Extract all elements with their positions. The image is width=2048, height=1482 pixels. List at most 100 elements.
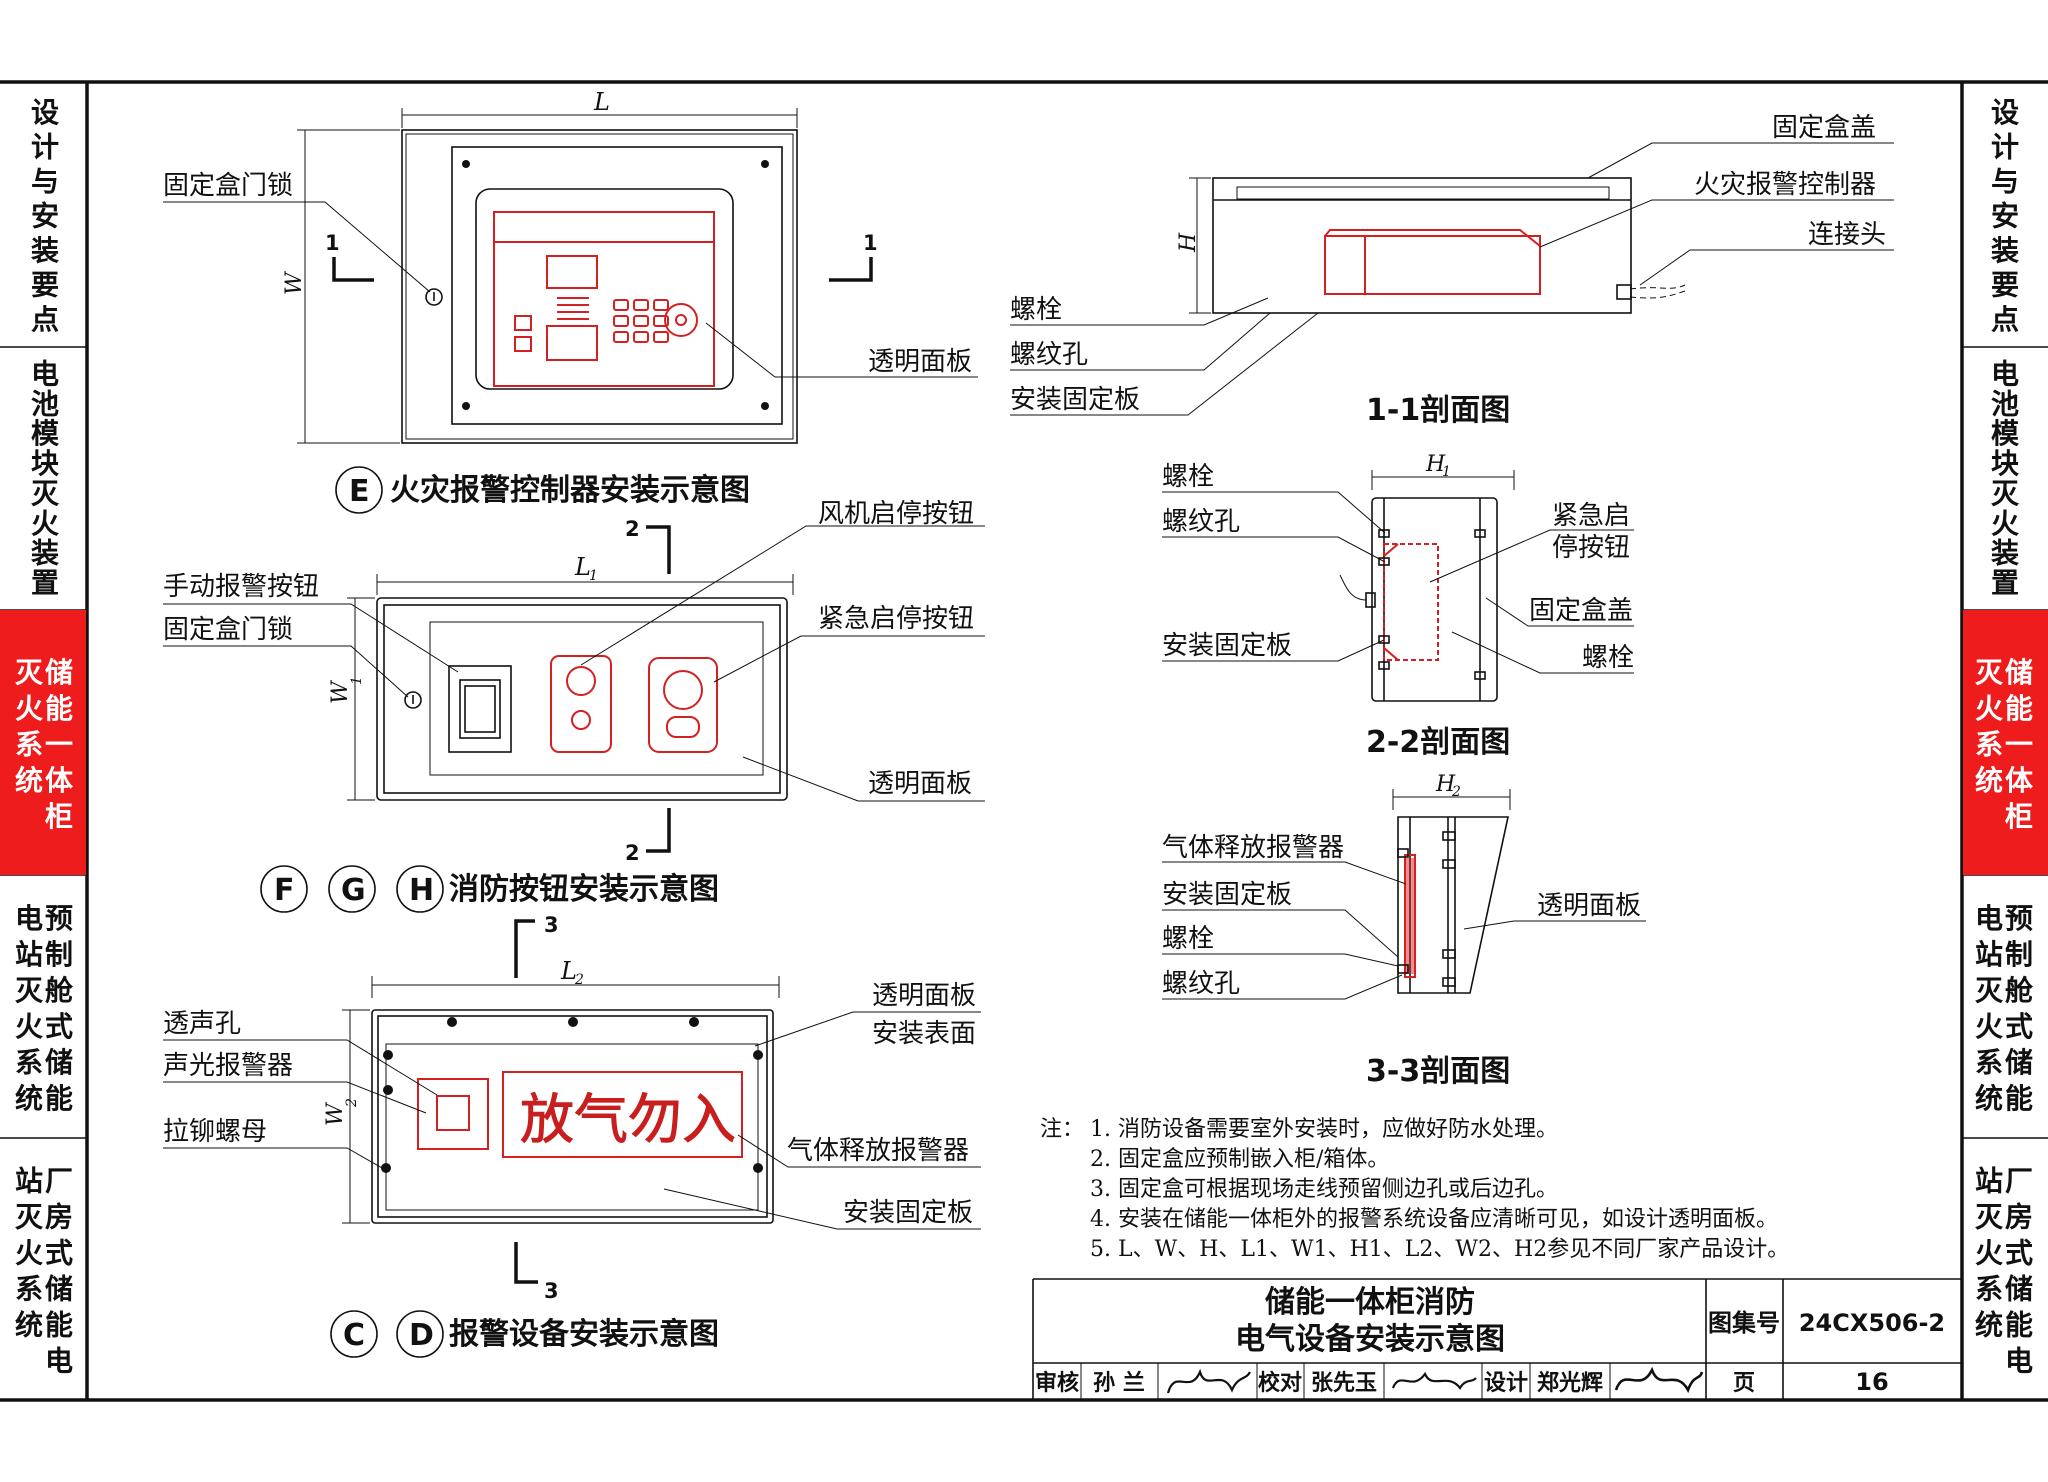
label-clear-panel-33: 透明面板 bbox=[1537, 891, 1641, 921]
rivet-nut-icon bbox=[383, 1050, 393, 1060]
side-tab-char: 电 bbox=[31, 357, 59, 390]
side-tab-char: 设 bbox=[1991, 96, 2019, 129]
side-tab-char: 计 bbox=[1991, 131, 2019, 164]
side-tab-char: 灭 bbox=[31, 477, 60, 510]
label-connector: 连接头 bbox=[1808, 220, 1886, 250]
design-name: 郑光辉 bbox=[1537, 1371, 1603, 1396]
side-tab-char: 电 bbox=[1975, 902, 2003, 935]
label-mount-plate-33: 安装固定板 bbox=[1162, 880, 1292, 910]
side-tab-char: 站 bbox=[1975, 938, 2003, 971]
side-tab-char: 体 bbox=[2005, 764, 2034, 797]
side-tab-char: 灭 bbox=[1975, 656, 2004, 689]
figure-e-controller bbox=[163, 108, 978, 514]
label-door-lock-2: 固定盒门锁 bbox=[163, 615, 293, 645]
active-tab-right bbox=[1963, 610, 2048, 875]
side-tab-char: 一 bbox=[2005, 728, 2033, 761]
side-tab-char: 厂 bbox=[45, 1165, 73, 1198]
side-tab-char: 装 bbox=[1991, 537, 2019, 570]
section-mark-3-top: 3 bbox=[544, 913, 559, 937]
side-tab-char: 点 bbox=[1991, 303, 2019, 336]
badge-h-letter: H bbox=[409, 873, 434, 908]
review-name: 孙 兰 bbox=[1093, 1370, 1145, 1396]
rivet-nut-icon bbox=[753, 1050, 763, 1060]
figure-cd-alarms bbox=[163, 919, 981, 1358]
side-tab-char: 灭 bbox=[15, 656, 44, 689]
figure-e-title: 火灾报警控制器安装示意图 bbox=[390, 473, 750, 508]
drawing-title-line2: 电气设备安装示意图 bbox=[1235, 1322, 1505, 1357]
dim-l1-sub: 1 bbox=[589, 568, 598, 584]
side-tab-char: 电 bbox=[45, 1345, 73, 1378]
section-mark-2-bottom: 2 bbox=[625, 841, 640, 865]
side-tab-char: 统 bbox=[1975, 764, 2003, 797]
side-tab-char: 火 bbox=[15, 692, 43, 725]
side-tab-char: 柜 bbox=[45, 800, 73, 833]
annotation-texts: L W 1 1 固定盒门锁 透明面板 E 火灾报警控制器安装示意图 L 1 W … bbox=[163, 88, 1945, 1396]
atlas-number: 24CX506-2 bbox=[1799, 1309, 1945, 1337]
side-tab-char: 能 bbox=[2005, 1309, 2033, 1342]
side-tab-char: 置 bbox=[1991, 567, 2019, 600]
label-mount-plate-cd: 安装固定板 bbox=[843, 1198, 973, 1228]
badge-d-letter: D bbox=[409, 1318, 434, 1353]
badge-e-letter: E bbox=[349, 474, 370, 509]
dim-h-label: H bbox=[1176, 232, 1201, 253]
side-tab-char: 火 bbox=[1975, 1010, 2003, 1043]
label-fire-alarm-controller: 火灾报警控制器 bbox=[1694, 170, 1876, 200]
gas-release-sign-text: 放气勿入 bbox=[520, 1088, 736, 1151]
side-tab-char: 式 bbox=[2005, 1010, 2033, 1043]
label-bolt-22: 螺栓 bbox=[1162, 462, 1214, 492]
title-block bbox=[1032, 1278, 1962, 1400]
side-tab-char: 安 bbox=[1991, 200, 2019, 233]
side-tab-char: 预 bbox=[2005, 902, 2033, 935]
section-3-3-title: 3-3剖面图 bbox=[1366, 1054, 1510, 1089]
badge-f-letter: F bbox=[274, 873, 295, 908]
side-tab-char: 火 bbox=[31, 507, 59, 540]
section-mark-2-top: 2 bbox=[625, 517, 640, 541]
side-tab-char: 系 bbox=[1975, 1273, 2003, 1306]
label-emergency-button: 紧急启停按钮 bbox=[818, 604, 974, 634]
label-thread-hole-22: 螺纹孔 bbox=[1162, 507, 1240, 537]
section-mark-1-left: 1 bbox=[325, 231, 340, 255]
side-tab-char: 能 bbox=[2005, 692, 2033, 725]
side-tab-char: 预 bbox=[45, 902, 73, 935]
side-tab-char: 站 bbox=[15, 938, 43, 971]
section-1-1 bbox=[1010, 142, 1894, 416]
side-tab-char: 柜 bbox=[2005, 800, 2033, 833]
label-fixed-box-cover: 固定盒盖 bbox=[1772, 113, 1876, 143]
dim-l2-sub: 2 bbox=[574, 972, 584, 988]
rivet-nut-icon bbox=[689, 1017, 699, 1027]
page-label: 页 bbox=[1733, 1371, 1755, 1396]
atlas-number-label: 图集号 bbox=[1708, 1309, 1780, 1337]
label-fan-button: 风机启停按钮 bbox=[818, 499, 974, 529]
side-tab-char: 电 bbox=[15, 902, 43, 935]
side-tab-char: 储 bbox=[2005, 1273, 2033, 1306]
badge-c-letter: C bbox=[343, 1318, 365, 1353]
side-tab-char: 块 bbox=[1991, 447, 2019, 480]
side-tab-char: 火 bbox=[15, 1237, 43, 1270]
side-tab-char: 舱 bbox=[2005, 974, 2034, 1007]
side-tab-char: 系 bbox=[15, 1273, 43, 1306]
label-sound-light-alarm: 声光报警器 bbox=[163, 1051, 293, 1081]
label-bolt2-22: 螺栓 bbox=[1582, 643, 1634, 673]
side-tab-char: 火 bbox=[1975, 692, 2003, 725]
side-tab-char: 房 bbox=[2005, 1201, 2033, 1234]
page-number: 16 bbox=[1855, 1368, 1888, 1396]
section-2-2-title: 2-2剖面图 bbox=[1366, 725, 1510, 760]
design-signature bbox=[1614, 1366, 1704, 1394]
figure-h-badge bbox=[396, 865, 444, 913]
side-tab-char: 舱 bbox=[45, 974, 74, 1007]
section-3-3 bbox=[1162, 789, 1646, 1000]
label-emergency-line1: 紧急启 bbox=[1552, 501, 1630, 531]
side-tabs-right bbox=[1962, 346, 2048, 1139]
side-tab-char: 体 bbox=[45, 764, 74, 797]
side-tab-char: 装 bbox=[31, 537, 59, 570]
label-mount-plate-22: 安装固定板 bbox=[1162, 631, 1292, 661]
dim-l2-label: L bbox=[560, 957, 577, 985]
side-tab-char: 系 bbox=[1975, 1046, 2003, 1079]
drawing-title-line1: 储能一体柜消防 bbox=[1265, 1285, 1475, 1320]
label-clear-panel-fgh: 透明面板 bbox=[868, 769, 972, 799]
figure-c-badge bbox=[330, 1310, 378, 1358]
side-tab-char: 火 bbox=[15, 1010, 43, 1043]
dim-h1-label: H bbox=[1425, 452, 1446, 477]
side-tab-char: 储 bbox=[45, 1046, 73, 1079]
